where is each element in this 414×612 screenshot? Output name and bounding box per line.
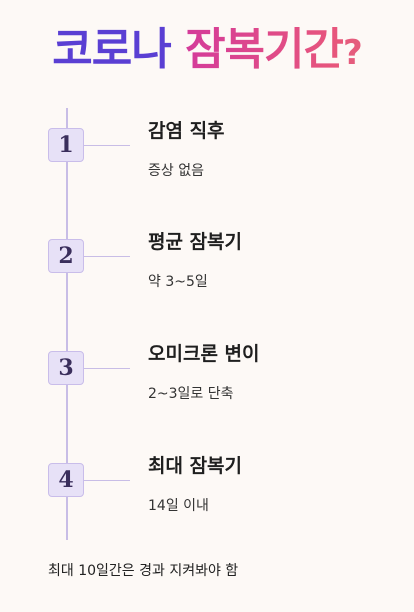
step-number-box: 2 — [48, 239, 84, 273]
step-title: 오미크론 변이 — [148, 343, 260, 365]
step-connector-line — [84, 256, 130, 257]
step-connector-line — [84, 480, 130, 481]
step-description: 2~3일로 단축 — [148, 386, 234, 402]
step-connector-line — [84, 368, 130, 369]
step-number-box: 3 — [48, 351, 84, 385]
step-description: 약 3~5일 — [148, 274, 208, 290]
step-description: 14일 이내 — [148, 498, 209, 514]
step-number-box: 4 — [48, 463, 84, 497]
timeline-step-4: 4 최대 잠복기 14일 이내 — [0, 447, 414, 527]
step-number-box: 1 — [48, 128, 84, 162]
page-title: 코로나 잠복기간? — [0, 22, 414, 81]
timeline-vertical-line — [66, 108, 68, 540]
step-description: 증상 없음 — [148, 163, 204, 179]
title-part-a: 코로나 — [52, 24, 171, 75]
step-title: 감염 직후 — [148, 120, 225, 142]
step-connector-line — [84, 145, 130, 146]
timeline-step-3: 3 오미크론 변이 2~3일로 단축 — [0, 335, 414, 415]
timeline-step-1: 1 감염 직후 증상 없음 — [0, 112, 414, 192]
footer-note: 최대 10일간은 경과 지켜봐야 함 — [48, 563, 239, 579]
step-title: 최대 잠복기 — [148, 455, 243, 477]
step-title: 평균 잠복기 — [148, 231, 243, 253]
timeline-step-2: 2 평균 잠복기 약 3~5일 — [0, 223, 414, 303]
title-question-mark: ? — [342, 33, 363, 73]
title-part-b: 잠복기간 — [185, 24, 344, 75]
